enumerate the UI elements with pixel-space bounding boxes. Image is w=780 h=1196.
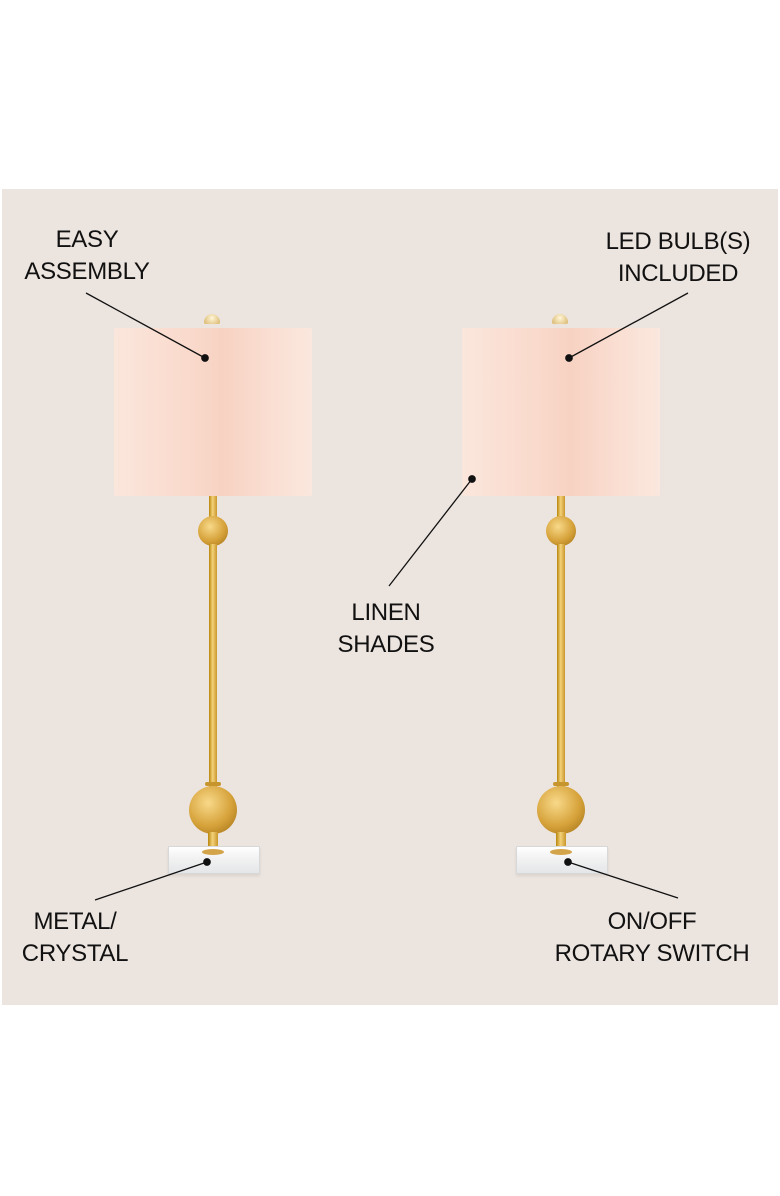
callout-metal-crystal-line2: CRYSTAL (21, 940, 129, 967)
callout-easy-assembly-line1: EASY (55, 226, 119, 253)
callout-linen-shades-line2: SHADES (337, 631, 435, 658)
callout-led-bulbs-line1: LED BULB(S) (605, 228, 751, 255)
left-lamp-collar (205, 782, 221, 786)
callout-linen-shades: LINEN SHADES (316, 597, 456, 661)
right-lamp-upper-ball (546, 516, 576, 546)
callout-easy-assembly: EASY ASSEMBLY (12, 224, 162, 288)
callout-metal-crystal: METAL/ CRYSTAL (10, 906, 140, 970)
callout-rotary-switch-line1: ON/OFF (607, 908, 697, 935)
right-lamp-finial (552, 314, 568, 324)
feature-panel (2, 189, 778, 1005)
callout-led-bulbs-line2: INCLUDED (617, 260, 739, 287)
callout-linen-shades-line1: LINEN (351, 599, 421, 626)
callout-led-bulbs: LED BULB(S) INCLUDED (590, 226, 766, 290)
left-lamp-base-disc (202, 849, 224, 855)
callout-rotary-switch-line2: ROTARY SWITCH (554, 940, 750, 967)
left-lamp-lower-ball (189, 786, 237, 834)
callout-easy-assembly-line2: ASSEMBLY (24, 258, 150, 285)
right-lamp-base-disc (550, 849, 572, 855)
right-lamp-upper-rod (557, 496, 565, 520)
right-lamp-stem (557, 544, 565, 790)
callout-metal-crystal-line1: METAL/ (33, 908, 117, 935)
callout-rotary-switch: ON/OFF ROTARY SWITCH (540, 906, 764, 970)
right-lamp-shade (462, 328, 660, 496)
left-lamp-upper-ball (198, 516, 228, 546)
left-lamp-shade (114, 328, 312, 496)
right-lamp-lower-ball (537, 786, 585, 834)
right-lamp-collar (553, 782, 569, 786)
left-lamp-neck (208, 832, 218, 848)
left-lamp-finial (204, 314, 220, 324)
left-lamp-stem (209, 544, 217, 790)
right-lamp-neck (556, 832, 566, 848)
left-lamp-upper-rod (209, 496, 217, 520)
